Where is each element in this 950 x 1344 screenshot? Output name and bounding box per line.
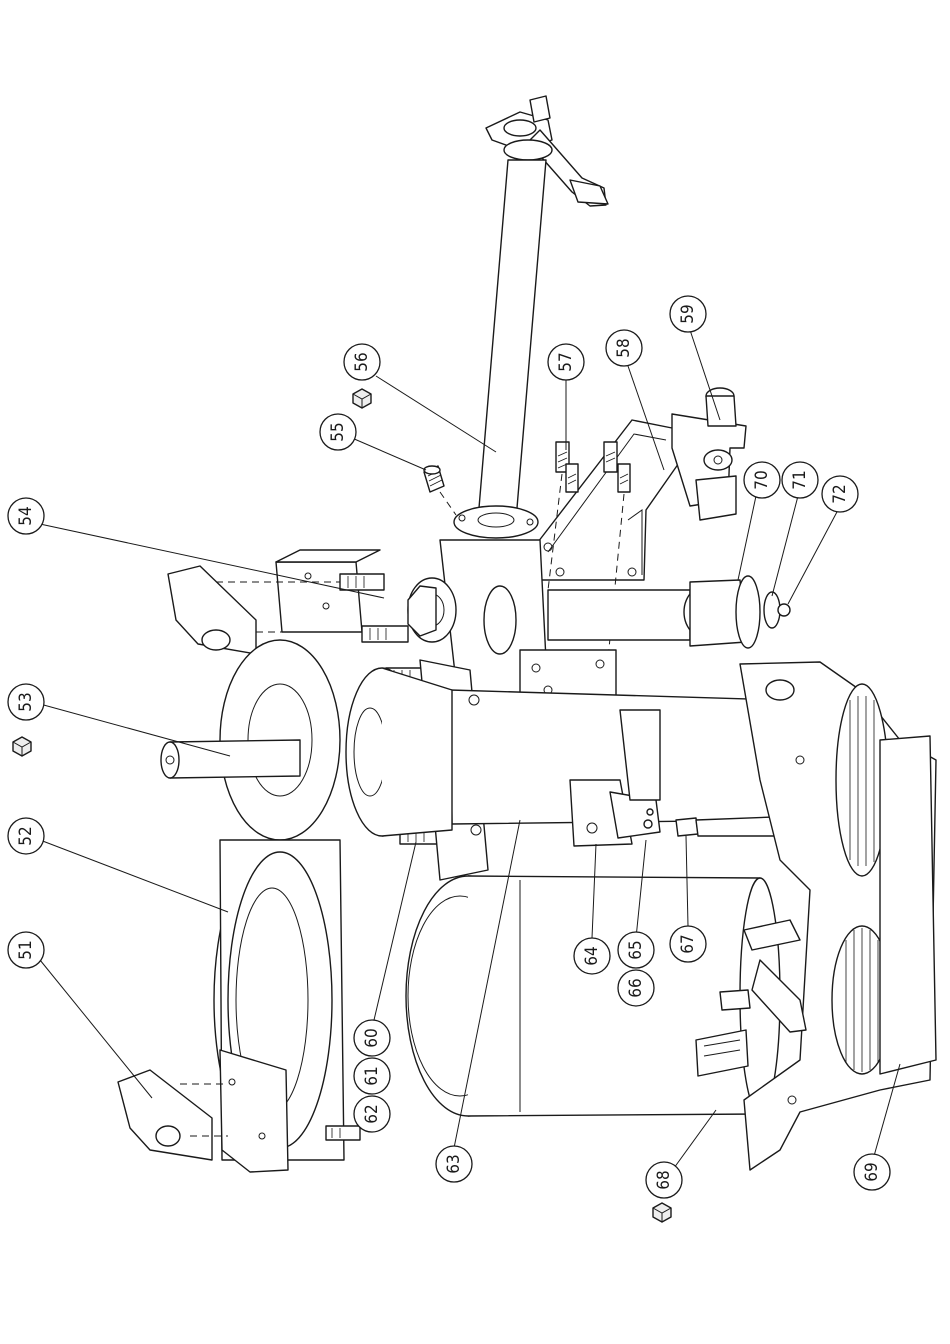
flange-housing-52 — [214, 640, 344, 1172]
plunger-70 — [548, 576, 790, 648]
callout-70: 70 — [744, 462, 780, 498]
assembly-parts — [118, 96, 936, 1172]
callout-63: 63 — [436, 1146, 472, 1182]
callout-59: 59 — [670, 296, 706, 332]
callout-label: 53 — [16, 692, 36, 711]
callout-69: 69 — [854, 1154, 890, 1190]
callout-58: 58 — [606, 330, 642, 366]
callout-label: 66 — [626, 978, 646, 997]
callout-label: 51 — [16, 940, 36, 959]
callout-label: 54 — [16, 506, 36, 525]
parts-kit-icon — [13, 737, 31, 756]
callout-label: 56 — [352, 352, 372, 371]
callout-label: 65 — [626, 940, 646, 959]
callout-label: 67 — [678, 934, 698, 953]
callout-label: 72 — [830, 484, 850, 503]
parts-kit-icon — [653, 1203, 671, 1222]
callout-label: 70 — [752, 470, 772, 489]
callout-61: 61 — [354, 1058, 390, 1094]
callout-label: 68 — [654, 1170, 674, 1189]
shaft-53 — [161, 740, 300, 778]
parts-kit-icon — [353, 389, 371, 408]
callout-62: 62 — [354, 1096, 390, 1132]
callout-72: 72 — [822, 476, 858, 512]
callout-53: 53 — [8, 684, 44, 720]
handle-lever — [486, 96, 608, 206]
callout-67: 67 — [670, 926, 706, 962]
bolt-55 — [424, 466, 456, 515]
callout-51: 51 — [8, 932, 44, 968]
callout-label: 55 — [328, 422, 348, 441]
callout-label: 61 — [362, 1066, 382, 1085]
callout-68: 68 — [646, 1162, 682, 1198]
callout-71: 71 — [782, 462, 818, 498]
block-51 — [118, 1070, 228, 1160]
callout-52: 52 — [8, 818, 44, 854]
callout-label: 59 — [678, 304, 698, 323]
callout-55: 55 — [320, 414, 356, 450]
callout-64: 64 — [574, 938, 610, 974]
callout-label: 63 — [444, 1154, 464, 1173]
bracket-54 — [168, 550, 408, 654]
callout-label: 69 — [862, 1162, 882, 1181]
callout-label: 64 — [582, 946, 602, 965]
callout-label: 52 — [16, 826, 36, 845]
callout-label: 62 — [362, 1104, 382, 1123]
callout-65: 65 — [618, 932, 654, 968]
clevis-59 — [672, 388, 746, 520]
callout-label: 58 — [614, 338, 634, 357]
callout-57: 57 — [548, 344, 584, 380]
callout-label: 71 — [790, 470, 810, 489]
callout-54: 54 — [8, 498, 44, 534]
callout-label: 57 — [556, 352, 576, 371]
callout-60: 60 — [354, 1020, 390, 1056]
callout-label: 60 — [362, 1028, 382, 1047]
long-shaft — [454, 160, 546, 538]
callout-56: 56 — [344, 344, 380, 380]
cylinder-63 — [346, 660, 780, 880]
callout-66: 66 — [618, 970, 654, 1006]
